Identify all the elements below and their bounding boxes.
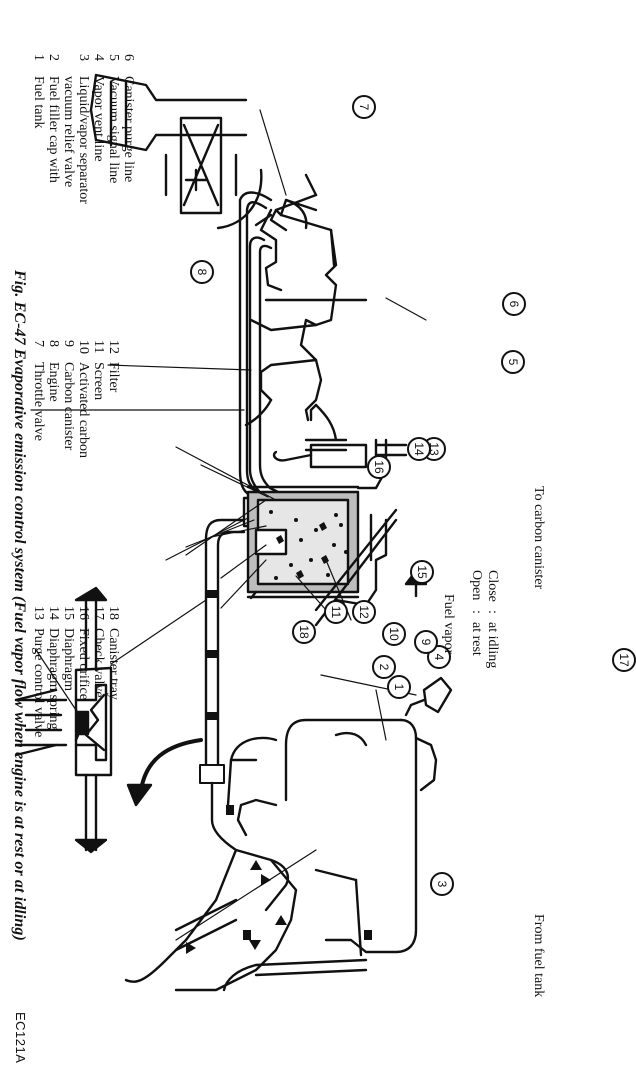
figure-code: EC121A <box>13 1012 28 1064</box>
callout-3: 3 <box>430 872 454 896</box>
close-state-label: at idling <box>485 622 500 669</box>
carbon-canister <box>246 484 360 600</box>
callout-17: 17 <box>612 648 636 672</box>
legend-item-16: 16Fixed orifice <box>76 606 91 700</box>
legend-item-5: 5Vacuum signal line <box>106 54 121 184</box>
callout-9: 9 <box>414 630 438 654</box>
legend-item-9: 9Carbon canister <box>61 340 76 451</box>
legend-item-2-cont: vacuum relief valve <box>61 76 76 188</box>
inset-arrow-head <box>126 783 153 807</box>
callout-18: 18 <box>292 620 316 644</box>
callout-11: 11 <box>324 600 348 624</box>
leader-lines <box>30 109 427 941</box>
vent-line-marks <box>199 590 225 784</box>
callout-6: 6 <box>502 292 526 316</box>
legend-item-14: 14Diaphragm spring <box>46 606 61 730</box>
legend-item-3: 3Liquid/vapor separator <box>76 54 91 204</box>
callout-10: 10 <box>382 622 406 646</box>
close-colon: : <box>485 610 500 614</box>
to-carbon-canister-label: To carbon canister <box>531 486 546 590</box>
legend-item-13: 13Purge control valve <box>31 606 46 738</box>
legend-item-10: 10Activated carbon <box>76 340 91 459</box>
callout-16: 16 <box>367 455 391 479</box>
open-colon: : <box>469 610 484 614</box>
legend-item-12: 12Filter <box>106 340 121 393</box>
tank-arrows <box>186 805 372 954</box>
legend-item-11: 11Screen <box>91 340 106 401</box>
inset-arrow <box>139 738 203 792</box>
legend-item-6: 6Canister purge line <box>121 54 136 183</box>
legend-item-2: 2Fuel filler cap with <box>46 54 61 183</box>
open-label: Open <box>469 570 484 601</box>
legend-item-8: 8Engine <box>46 340 61 402</box>
legend-item-18: 18Canister tray <box>106 606 121 700</box>
close-label: Close <box>485 570 500 602</box>
callout-7: 7 <box>352 95 376 119</box>
legend-item-4: 4Vapor vent line <box>91 54 106 162</box>
callout-15: 15 <box>410 560 434 584</box>
fuel-vapor-label: Fuel vapor <box>441 594 456 655</box>
legend-item-1: 1Fuel tank <box>31 54 46 129</box>
callout-12: 12 <box>352 600 376 624</box>
callout-5: 5 <box>501 350 525 374</box>
vapor-vent-line <box>204 518 246 767</box>
check-valve <box>14 586 113 854</box>
from-fuel-tank-label: From fuel tank <box>531 914 546 998</box>
legend-item-15: 15Diaphragm <box>61 606 76 691</box>
fuel-tank <box>174 718 438 992</box>
liquid-vapor-separator <box>124 781 358 992</box>
vacuum-signal-line <box>238 191 273 507</box>
callout-8: 8 <box>190 260 214 284</box>
legend-item-7: 7Throttle valve <box>31 340 46 441</box>
figure-stage: 1 2 3 4 5 6 7 8 9 10 11 12 13 14 15 16 1… <box>11 54 636 1064</box>
legend-item-17: 17Check valve <box>91 606 106 698</box>
callout-2: 2 <box>372 655 396 679</box>
callout-14: 14 <box>407 437 431 461</box>
open-state-label: at rest <box>469 622 484 656</box>
emission-diagram <box>14 73 453 992</box>
filler-cap <box>404 676 453 717</box>
callout-1: 1 <box>387 675 411 699</box>
close-open-leader <box>185 499 267 556</box>
figure-caption: Fig. EC-47 Evaporative emission control … <box>11 270 28 941</box>
